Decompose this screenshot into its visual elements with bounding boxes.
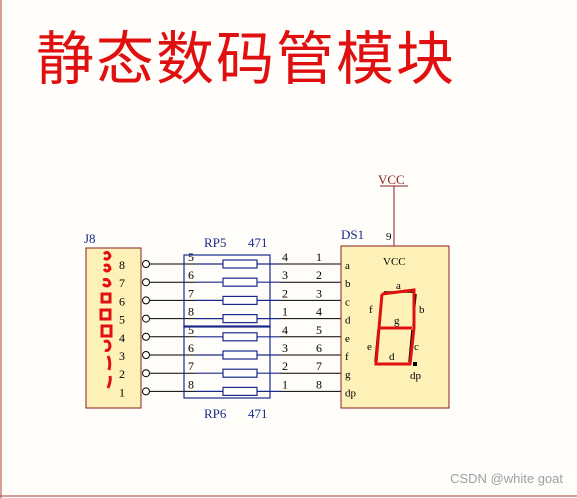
rp6-resistor-pack: RP6 471 — [183, 325, 271, 421]
j8-pin-number: 8 — [119, 258, 125, 272]
rp-pin-left-label: 7 — [188, 286, 194, 300]
rp6-ref: RP6 — [204, 406, 227, 421]
seg-label-e: e — [367, 341, 372, 353]
rp-pin-left-label: 5 — [188, 323, 194, 337]
j8-pin-number: 5 — [119, 313, 125, 327]
seg-label-b: b — [419, 304, 425, 316]
ds1-segment-label: e — [345, 333, 350, 345]
rp-pin-left-label: 7 — [188, 359, 194, 373]
ds1-pin-number: 6 — [316, 341, 322, 355]
ds1-segment-label: c — [345, 296, 350, 308]
rp-pin-left-label: 6 — [188, 268, 194, 282]
rp-pin-right-label: 4 — [282, 323, 288, 337]
rp-pin-right-label: 1 — [282, 377, 288, 391]
ds1-segment-label: dp — [345, 387, 357, 399]
seg-label-a: a — [396, 280, 401, 292]
j8-pin-number: 6 — [119, 294, 125, 308]
resistor-element — [222, 368, 258, 378]
resistor-element — [222, 259, 258, 269]
rp6-body — [183, 325, 271, 399]
rp-pin-right-label: 1 — [282, 305, 288, 319]
rp-pin-left-label: 8 — [188, 377, 194, 391]
rp-pin-left-label: 5 — [188, 250, 194, 264]
rp5-body — [183, 254, 271, 328]
j8-body — [85, 247, 142, 409]
j8-pin-terminal — [142, 369, 150, 378]
rp5-ref: RP5 — [204, 235, 226, 250]
watermark: CSDN @white goat — [450, 471, 563, 486]
rp5-value: 471 — [248, 235, 268, 250]
rp-pin-left-label: 8 — [188, 305, 194, 319]
ds1-pin-number: 8 — [316, 377, 322, 391]
j8-pin-terminal — [142, 260, 150, 268]
resistor-element — [222, 350, 258, 360]
j8-annotation-marks — [99, 250, 113, 389]
j8-pin-terminal — [142, 332, 150, 341]
resistor-element — [222, 332, 258, 342]
j8-pin-number: 7 — [119, 276, 125, 290]
j8-pin-number: 2 — [119, 367, 125, 381]
resistor-element — [222, 277, 258, 287]
j8-pin-number: 3 — [119, 349, 125, 363]
vcc-label: VCC — [378, 172, 405, 187]
wire-group: 5 4 6 3 7 2 8 1 5 4 6 3 7 2 8 1 — [142, 250, 341, 396]
seg-label-f: f — [369, 304, 373, 316]
ds1-segment-label: g — [345, 369, 351, 381]
j8-connector: J8 8 7 6 5 4 3 2 1 — [84, 231, 142, 409]
rp5-resistor-pack: RP5 471 — [183, 235, 271, 328]
rp-pin-left-label: 6 — [188, 341, 194, 355]
j8-pin-number: 1 — [119, 385, 125, 399]
ds1-pin-number: 5 — [316, 323, 322, 337]
ds1-segment-label: d — [345, 315, 351, 327]
seg-label-c: c — [414, 341, 419, 353]
rp-pin-right-label: 3 — [282, 341, 288, 355]
page-title: 静态数码管模块 — [36, 25, 457, 93]
ds1-pin-number: 4 — [316, 305, 322, 319]
j8-pin-terminal — [142, 278, 150, 287]
resistor-element — [222, 295, 258, 305]
j8-ref: J8 — [84, 231, 96, 246]
segment-annotation — [374, 288, 416, 366]
rp-pin-right-label: 2 — [282, 286, 288, 300]
segment-dp — [413, 362, 417, 366]
ds1-pin-number: 7 — [316, 359, 322, 373]
vcc-pin-number: 9 — [386, 231, 392, 243]
rp-pin-right-label: 4 — [282, 250, 288, 264]
j8-pin-terminal — [142, 351, 150, 359]
seg-label-g: g — [394, 315, 400, 327]
ds1-seven-segment: DS1 VCC VCC 9 1 a 2 b 3 c 4 d 5 e 6 f 7 g 8 dp a — [316, 172, 450, 409]
rp-pin-right-label: 2 — [282, 359, 288, 373]
j8-pin-number: 4 — [119, 331, 125, 345]
ds1-pin-number: 3 — [316, 286, 322, 300]
j8-pin-terminal — [142, 387, 150, 396]
j8-pin-terminal — [142, 314, 150, 323]
ds1-segment-label: a — [345, 260, 350, 272]
ds1-pin-number: 1 — [316, 250, 322, 264]
ds1-segment-label: b — [345, 278, 351, 290]
seg-label-dp: dp — [410, 370, 422, 382]
segment-graphic: a f b g e c d dp — [367, 280, 425, 382]
ds1-inner-vcc: VCC — [383, 256, 406, 268]
j8-pin-terminal — [142, 296, 150, 305]
ds1-segment-label: f — [345, 351, 349, 363]
ds1-ref: DS1 — [341, 227, 364, 242]
resistor-element — [222, 314, 258, 324]
seg-label-d: d — [389, 351, 395, 363]
resistor-element — [222, 386, 258, 396]
rp6-value: 471 — [248, 406, 268, 421]
ds1-pin-number: 2 — [316, 268, 322, 282]
rp-pin-right-label: 3 — [282, 268, 288, 282]
